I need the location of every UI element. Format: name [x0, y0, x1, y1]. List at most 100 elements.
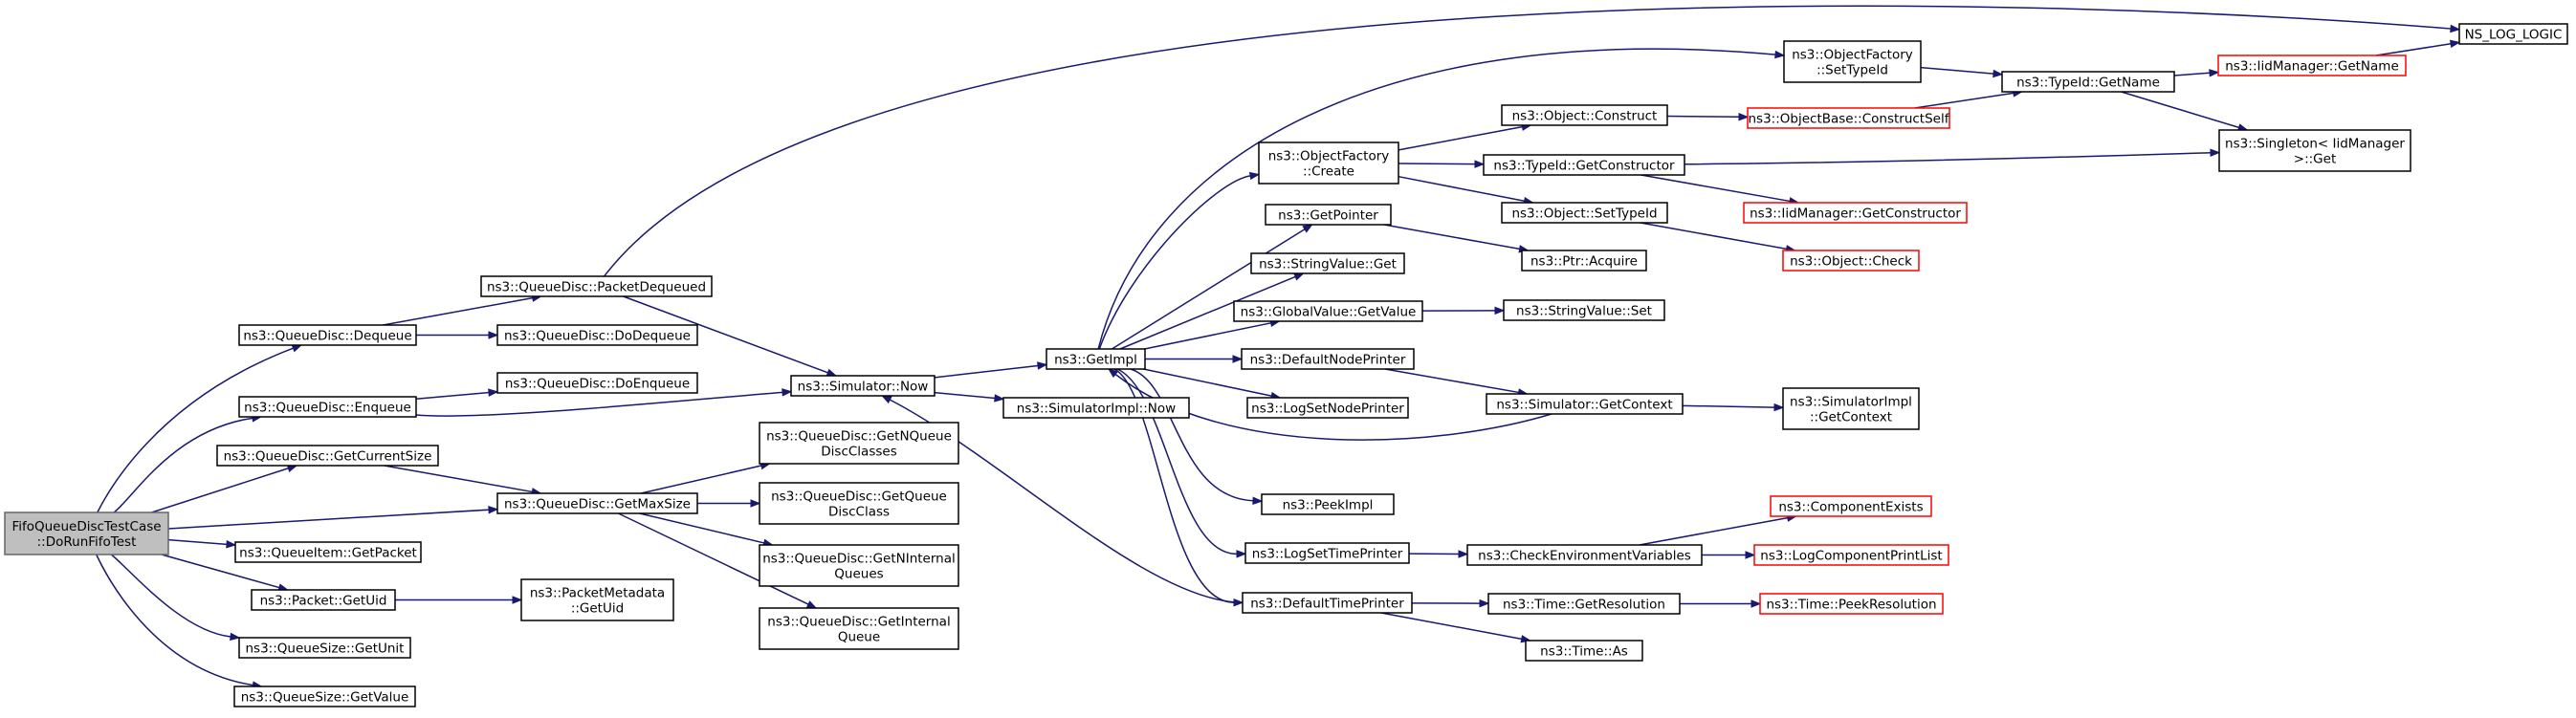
node-box[interactable] [496, 372, 698, 394]
node-sim-now[interactable]: ns3::Simulator::Now [790, 375, 936, 397]
node-box[interactable] [1002, 397, 1190, 419]
node-box[interactable] [1046, 348, 1146, 370]
node-stringvalue-set[interactable]: ns3::StringValue::Set [1503, 299, 1665, 321]
node-box[interactable] [2218, 129, 2411, 172]
node-box[interactable] [1770, 495, 1932, 517]
node-box[interactable] [1250, 252, 1405, 274]
node-simimpl-getcontext[interactable]: ns3::SimulatorImpl::GetContext [1782, 387, 1920, 430]
node-box[interactable] [1242, 592, 1413, 614]
node-checkenvvars[interactable]: ns3::CheckEnvironmentVariables [1466, 544, 1703, 566]
node-box[interactable] [1261, 493, 1395, 515]
node-box[interactable] [1486, 393, 1684, 415]
node-box[interactable] [759, 482, 959, 525]
node-box[interactable] [1258, 141, 1399, 185]
node-box[interactable] [1241, 348, 1415, 370]
node-pkt-getuid[interactable]: ns3::Packet::GetUid [251, 589, 396, 611]
node-box[interactable] [251, 589, 396, 611]
node-objectbase-constructself[interactable]: ns3::ObjectBase::ConstructSelf [1747, 107, 1950, 129]
node-singleton-get[interactable]: ns3::Singleton< IidManager>::Get [2218, 129, 2411, 172]
node-typeid-getconstructor[interactable]: ns3::TypeId::GetConstructor [1483, 154, 1685, 176]
node-qd-getmaxsize[interactable]: ns3::QueueDisc::GetMaxSize [496, 492, 698, 514]
node-box[interactable] [1525, 640, 1643, 662]
node-iidmanager-getname[interactable]: ns3::IidManager::GetName [2217, 54, 2407, 76]
node-box[interactable] [1501, 104, 1668, 126]
node-qd-getcurrentsize[interactable]: ns3::QueueDisc::GetCurrentSize [216, 445, 439, 467]
node-box[interactable] [234, 541, 422, 563]
node-box[interactable] [759, 607, 959, 650]
node-ptr-acquire[interactable]: ns3::Ptr::Acquire [1521, 250, 1647, 272]
node-box[interactable] [1244, 542, 1410, 564]
node-box[interactable] [2001, 71, 2175, 93]
node-box[interactable] [1501, 202, 1668, 224]
node-of-settypeid[interactable]: ns3::ObjectFactory::SetTypeId [1783, 40, 1922, 83]
node-box[interactable] [520, 578, 674, 621]
node-pm-getuid[interactable]: ns3::PacketMetadata::GetUid [520, 578, 674, 621]
node-box[interactable] [238, 396, 417, 418]
node-box[interactable] [4, 511, 169, 555]
node-typeid-getname[interactable]: ns3::TypeId::GetName [2001, 71, 2175, 93]
node-object-settypeid[interactable]: ns3::Object::SetTypeId [1501, 202, 1668, 224]
node-box[interactable] [2217, 54, 2407, 76]
node-iidmanager-getconstructor[interactable]: ns3::IidManager::GetConstructor [1743, 202, 1968, 224]
node-box[interactable] [1783, 40, 1922, 83]
node-sim-getcontext[interactable]: ns3::Simulator::GetContext [1486, 393, 1684, 415]
node-logsettimeprinter[interactable]: ns3::LogSetTimePrinter [1244, 542, 1410, 564]
node-box[interactable] [1466, 544, 1703, 566]
node-getpointer[interactable]: ns3::GetPointer [1265, 204, 1392, 226]
node-qd-packetdequeued[interactable]: ns3::QueueDisc::PacketDequeued [480, 275, 713, 297]
node-box[interactable] [1521, 250, 1647, 272]
node-defaulttimeprinter[interactable]: ns3::DefaultTimePrinter [1242, 592, 1413, 614]
node-box[interactable] [1503, 299, 1665, 321]
node-root[interactable]: FifoQueueDiscTestCase::DoRunFifoTest [4, 511, 169, 555]
node-componentexists[interactable]: ns3::ComponentExists [1770, 495, 1932, 517]
node-box[interactable] [480, 275, 713, 297]
node-box[interactable] [1747, 107, 1950, 129]
node-box[interactable] [1487, 593, 1681, 615]
node-box[interactable] [1265, 204, 1392, 226]
node-qi-getpacket[interactable]: ns3::QueueItem::GetPacket [234, 541, 422, 563]
node-box[interactable] [1743, 202, 1968, 224]
node-qd-dodequeue[interactable]: ns3::QueueDisc::DoDequeue [496, 324, 698, 346]
node-time-as[interactable]: ns3::Time::As [1525, 640, 1643, 662]
node-qd-dequeue[interactable]: ns3::QueueDisc::Dequeue [238, 324, 417, 346]
node-defaultnodeprinter[interactable]: ns3::DefaultNodePrinter [1241, 348, 1415, 370]
node-qd-doenqueue[interactable]: ns3::QueueDisc::DoEnqueue [496, 372, 698, 394]
node-object-check[interactable]: ns3::Object::Check [1782, 250, 1920, 272]
node-box[interactable] [233, 685, 416, 707]
node-time-getresolution[interactable]: ns3::Time::GetResolution [1487, 593, 1681, 615]
node-time-peekresolution[interactable]: ns3::Time::PeekResolution [1759, 593, 1944, 615]
node-peekimpl[interactable]: ns3::PeekImpl [1261, 493, 1395, 515]
node-object-construct[interactable]: ns3::Object::Construct [1501, 104, 1668, 126]
node-ns-log-logic[interactable]: NS_LOG_LOGIC [2458, 23, 2568, 45]
node-box[interactable] [238, 324, 417, 346]
node-box[interactable] [1233, 300, 1423, 322]
node-box[interactable] [1782, 250, 1920, 272]
node-box[interactable] [1759, 593, 1944, 615]
node-logcomponentprintlist[interactable]: ns3::LogComponentPrintList [1753, 544, 1949, 566]
node-simimpl-now[interactable]: ns3::SimulatorImpl::Now [1002, 397, 1190, 419]
node-globalvalue-getvalue[interactable]: ns3::GlobalValue::GetValue [1233, 300, 1423, 322]
node-logsetnodeprinter[interactable]: ns3::LogSetNodePrinter [1246, 397, 1409, 419]
node-box[interactable] [759, 544, 959, 587]
node-box[interactable] [496, 324, 698, 346]
node-box[interactable] [1483, 154, 1685, 176]
node-of-create[interactable]: ns3::ObjectFactory::Create [1258, 141, 1399, 185]
node-box[interactable] [2458, 23, 2568, 45]
node-stringvalue-get[interactable]: ns3::StringValue::Get [1250, 252, 1405, 274]
node-getimpl[interactable]: ns3::GetImpl [1046, 348, 1146, 370]
node-qd-enqueue[interactable]: ns3::QueueDisc::Enqueue [238, 396, 417, 418]
node-box[interactable] [1753, 544, 1949, 566]
node-box[interactable] [790, 375, 936, 397]
node-box[interactable] [1246, 397, 1409, 419]
node-box[interactable] [496, 492, 698, 514]
node-box[interactable] [1782, 387, 1920, 430]
node-box[interactable] [216, 445, 439, 467]
node-qs-getvalue[interactable]: ns3::QueueSize::GetValue [233, 685, 416, 707]
node-qs-getunit[interactable]: ns3::QueueSize::GetUnit [238, 637, 411, 659]
node-box[interactable] [759, 422, 959, 465]
node-box[interactable] [238, 637, 411, 659]
